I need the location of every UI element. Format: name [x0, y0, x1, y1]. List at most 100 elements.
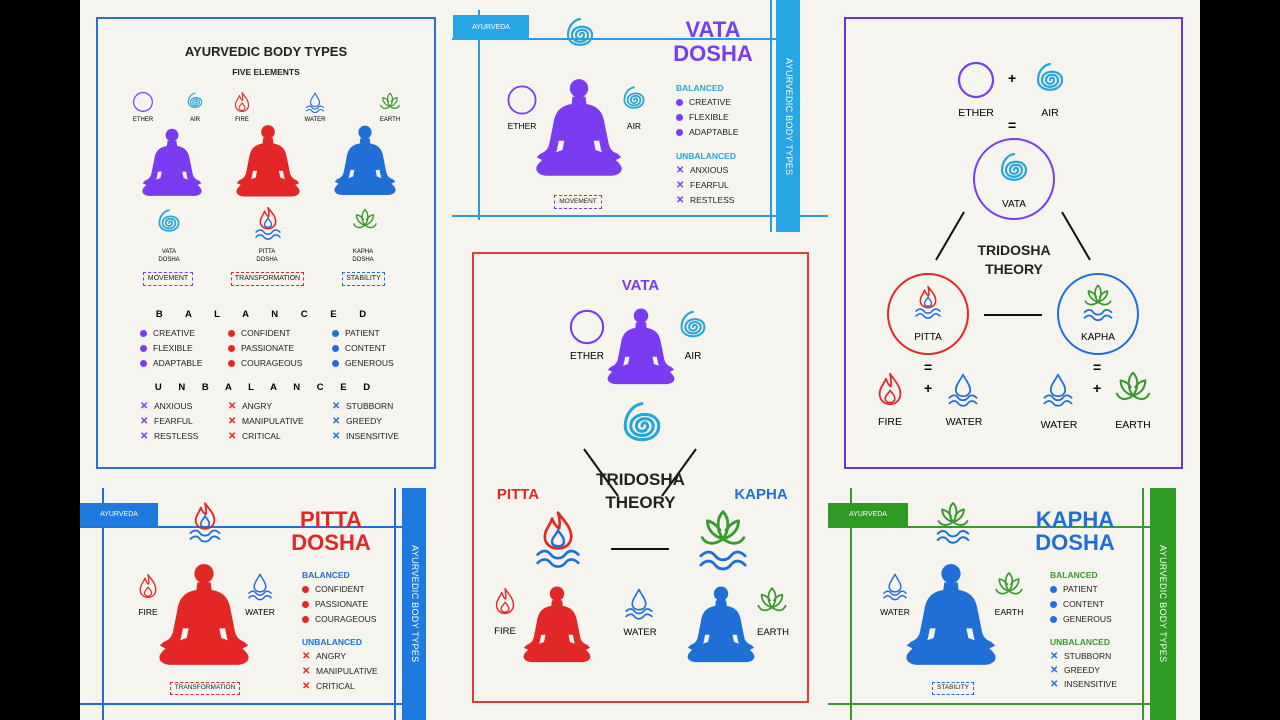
right-water-icon-2 [1042, 368, 1074, 410]
kapha-card-title-1: KAPHA [1035, 507, 1115, 532]
bullet-dot-icon [302, 616, 309, 624]
bullet-dot-icon [228, 345, 235, 353]
center-triangle-lines [583, 448, 697, 550]
list-item: ✕MANIPULATIVE [228, 416, 304, 427]
x-mark-icon: ✕ [332, 401, 341, 412]
list-item: CREATIVE [140, 328, 195, 338]
list-item-label: PATIENT [1063, 584, 1098, 594]
pitta-card-title-2: DOSHA [291, 530, 371, 555]
quality-movement: MOVEMENT [143, 272, 193, 286]
bullet-dot-icon [1050, 616, 1057, 624]
right-earth-label: EARTH [1115, 419, 1151, 431]
earth-icon [379, 91, 401, 113]
pitta-card-side-bar [402, 488, 426, 720]
list-item: ✕ANGRY [228, 401, 272, 412]
pitta-fire-water-icon [254, 206, 282, 240]
bullet-dot-icon [140, 345, 147, 353]
list-item-label: COURAGEOUS [241, 358, 303, 368]
five-elements-subtitle: FIVE ELEMENTS [232, 67, 300, 77]
list-item-label: RESTLESS [690, 195, 735, 205]
list-item: PASSIONATE [302, 599, 368, 609]
list-item-label: CREATIVE [153, 328, 195, 338]
list-item: FLEXIBLE [140, 343, 193, 353]
bullet-dot-icon [302, 601, 309, 609]
list-item: CREATIVE [676, 97, 731, 107]
center-kapha-label: KAPHA [734, 486, 788, 503]
list-item-label: STUBBORN [346, 401, 394, 411]
bullet-dot-icon [676, 99, 683, 107]
list-item: ✕ ANGRY [302, 651, 346, 662]
list-item-label: GENEROUS [345, 358, 394, 368]
list-item: ✕GREEDY [1050, 665, 1100, 676]
x-mark-icon: ✕ [228, 431, 237, 442]
fire-icon [232, 90, 252, 114]
center-theory-line2: THEORY [605, 493, 676, 512]
pitta-card-quality: TRANSFORMATION [170, 682, 240, 695]
tridosha-panel [844, 17, 1183, 469]
right-kapha-earth-water-icon [1082, 283, 1114, 321]
right-water-label-2: WATER [1040, 419, 1078, 431]
list-item-label: ADAPTABLE [689, 127, 739, 137]
list-item-label: CONTENT [1063, 599, 1105, 609]
bullet-dot-icon [1050, 601, 1057, 609]
right-water-label-1: WATER [945, 416, 983, 428]
list-item-label: PASSIONATE [241, 343, 295, 353]
bullet-dot-icon [332, 330, 339, 338]
list-item: COURAGEOUS [302, 614, 376, 624]
list-item: ✕FEARFUL [676, 180, 729, 191]
kapha-earth-icon [352, 207, 378, 233]
list-item-label: FEARFUL [690, 180, 729, 190]
list-item: ADAPTABLE [140, 358, 202, 368]
water-icon [305, 90, 325, 114]
kapha-card-unbalanced-label: UNBALANCED [1050, 637, 1110, 647]
list-item: ✕ANXIOUS [676, 165, 728, 176]
kapha-card-title-2: DOSHA [1035, 530, 1115, 555]
right-equals-3: = [1093, 359, 1102, 375]
x-mark-icon: ✕ [676, 195, 685, 206]
right-plus-2: + [924, 380, 933, 396]
list-item-label: ANXIOUS [690, 165, 729, 175]
kapha-card-side-bar [1150, 488, 1176, 720]
right-equals-2: = [924, 359, 933, 375]
vata-card-air-icon [560, 15, 600, 55]
x-mark-icon: ✕ [332, 431, 341, 442]
list-item-label: FLEXIBLE [689, 112, 729, 122]
kapha-card-line-top [828, 526, 1172, 528]
list-item-label: CONFIDENT [241, 328, 291, 338]
list-item: GENEROUS [332, 358, 394, 368]
center-kapha-figure [685, 580, 757, 668]
list-item-label: PATIENT [345, 328, 380, 338]
pitta-card-line-left [102, 488, 104, 720]
x-mark-icon: ✕ [1050, 651, 1059, 662]
x-mark-icon: ✕ [228, 401, 237, 412]
list-item-label: MANIPULATIVE [316, 666, 378, 676]
bullet-dot-icon [228, 330, 235, 338]
right-triangle-lines [935, 211, 1091, 316]
list-item: CONFIDENT [228, 328, 291, 338]
bullet-dot-icon [676, 114, 683, 122]
bullet-dot-icon [676, 129, 683, 137]
pitta-card-meditating-figure [156, 556, 252, 672]
balanced-heading: B A L A N C E D [155, 309, 377, 320]
right-equals-1: = [1008, 117, 1017, 133]
vata-card-side-bar [776, 0, 800, 232]
center-pitta-label: PITTA [496, 486, 540, 503]
center-vata-label: VATA [621, 277, 660, 294]
x-mark-icon: ✕ [302, 651, 311, 662]
center-panel [472, 252, 809, 703]
vata-card-unbalanced-label: UNBALANCED [676, 151, 736, 161]
right-water-icon-1 [947, 368, 979, 410]
list-item: ✕INSENSITIVE [332, 431, 399, 442]
x-mark-icon: ✕ [1050, 679, 1059, 690]
kapha-card-earth-water-icon [935, 499, 971, 545]
list-item-label: ANGRY [316, 651, 347, 661]
kapha-card-meditating-figure [903, 556, 999, 672]
kapha-card-earth-label: EARTH [994, 607, 1024, 617]
list-item: ✕ STUBBORN [332, 401, 393, 412]
center-earth-icon [756, 585, 788, 617]
list-item: FLEXIBLE [676, 112, 729, 122]
kapha-card-line-bottom [828, 703, 1172, 705]
list-item-label: ANXIOUS [154, 401, 193, 411]
vata-card-ether-label: ETHER [507, 121, 537, 131]
vata-card-tag: AYURVEDA [453, 15, 529, 40]
